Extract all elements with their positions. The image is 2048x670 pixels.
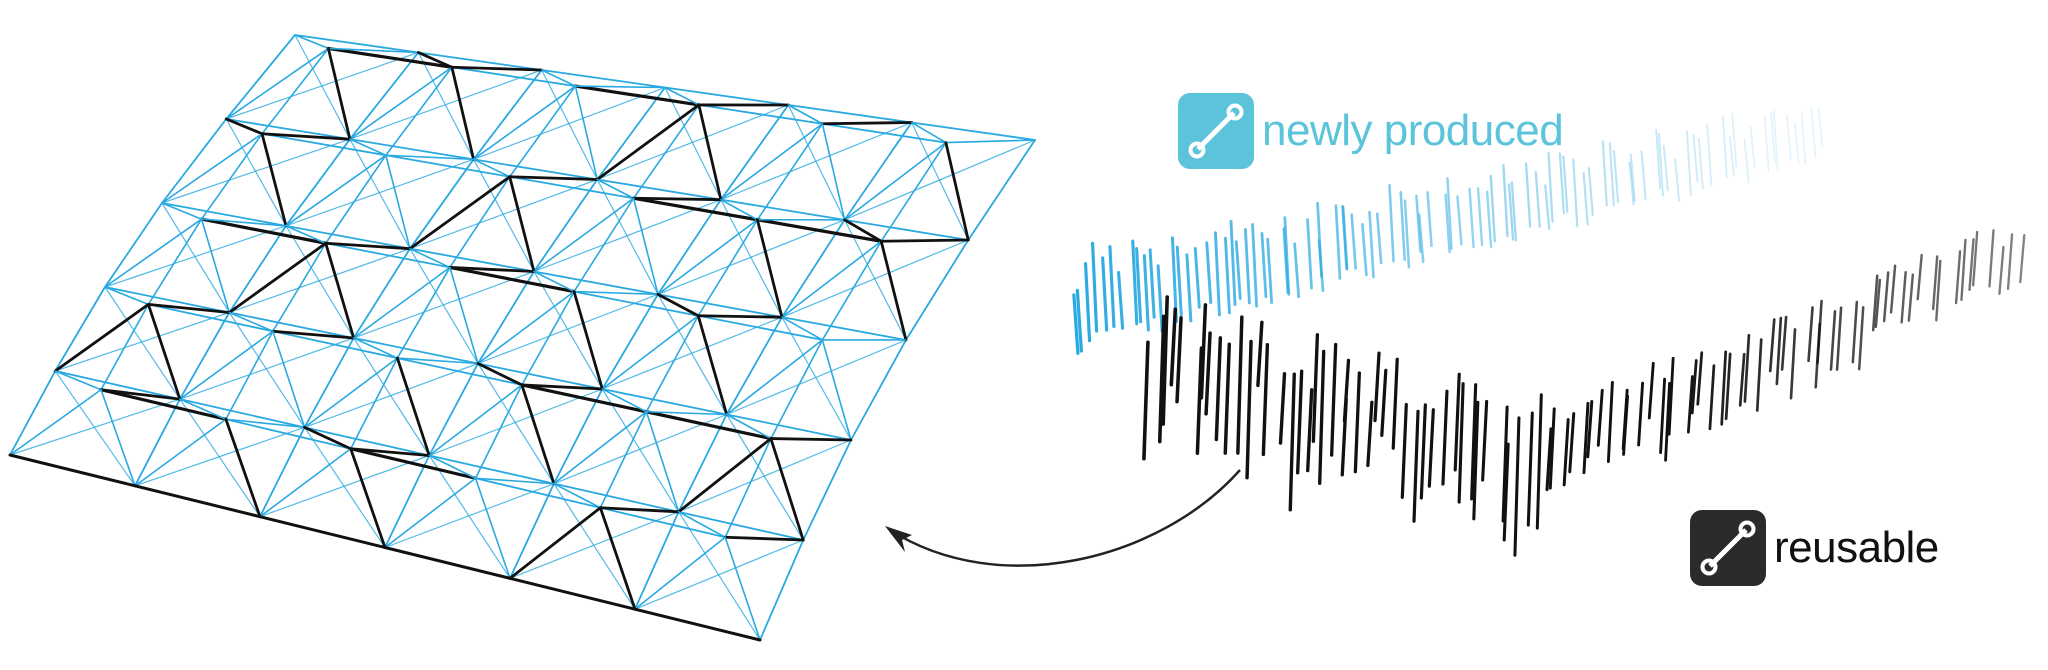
reusable-member-stock (1142, 229, 2026, 557)
arrowhead-icon (885, 526, 912, 552)
legend-newly-produced: newly produced (1178, 93, 1564, 169)
legend-reusable: reusable (1690, 510, 1939, 586)
legend-label: newly produced (1262, 106, 1564, 155)
curved-arrow (885, 469, 1241, 567)
truss-structure (8, 34, 1036, 642)
strut-member-icon (1690, 510, 1766, 586)
legend-label: reusable (1774, 523, 1939, 572)
newly-produced-member-stock (1072, 106, 1824, 355)
strut-member-icon (1178, 93, 1254, 169)
